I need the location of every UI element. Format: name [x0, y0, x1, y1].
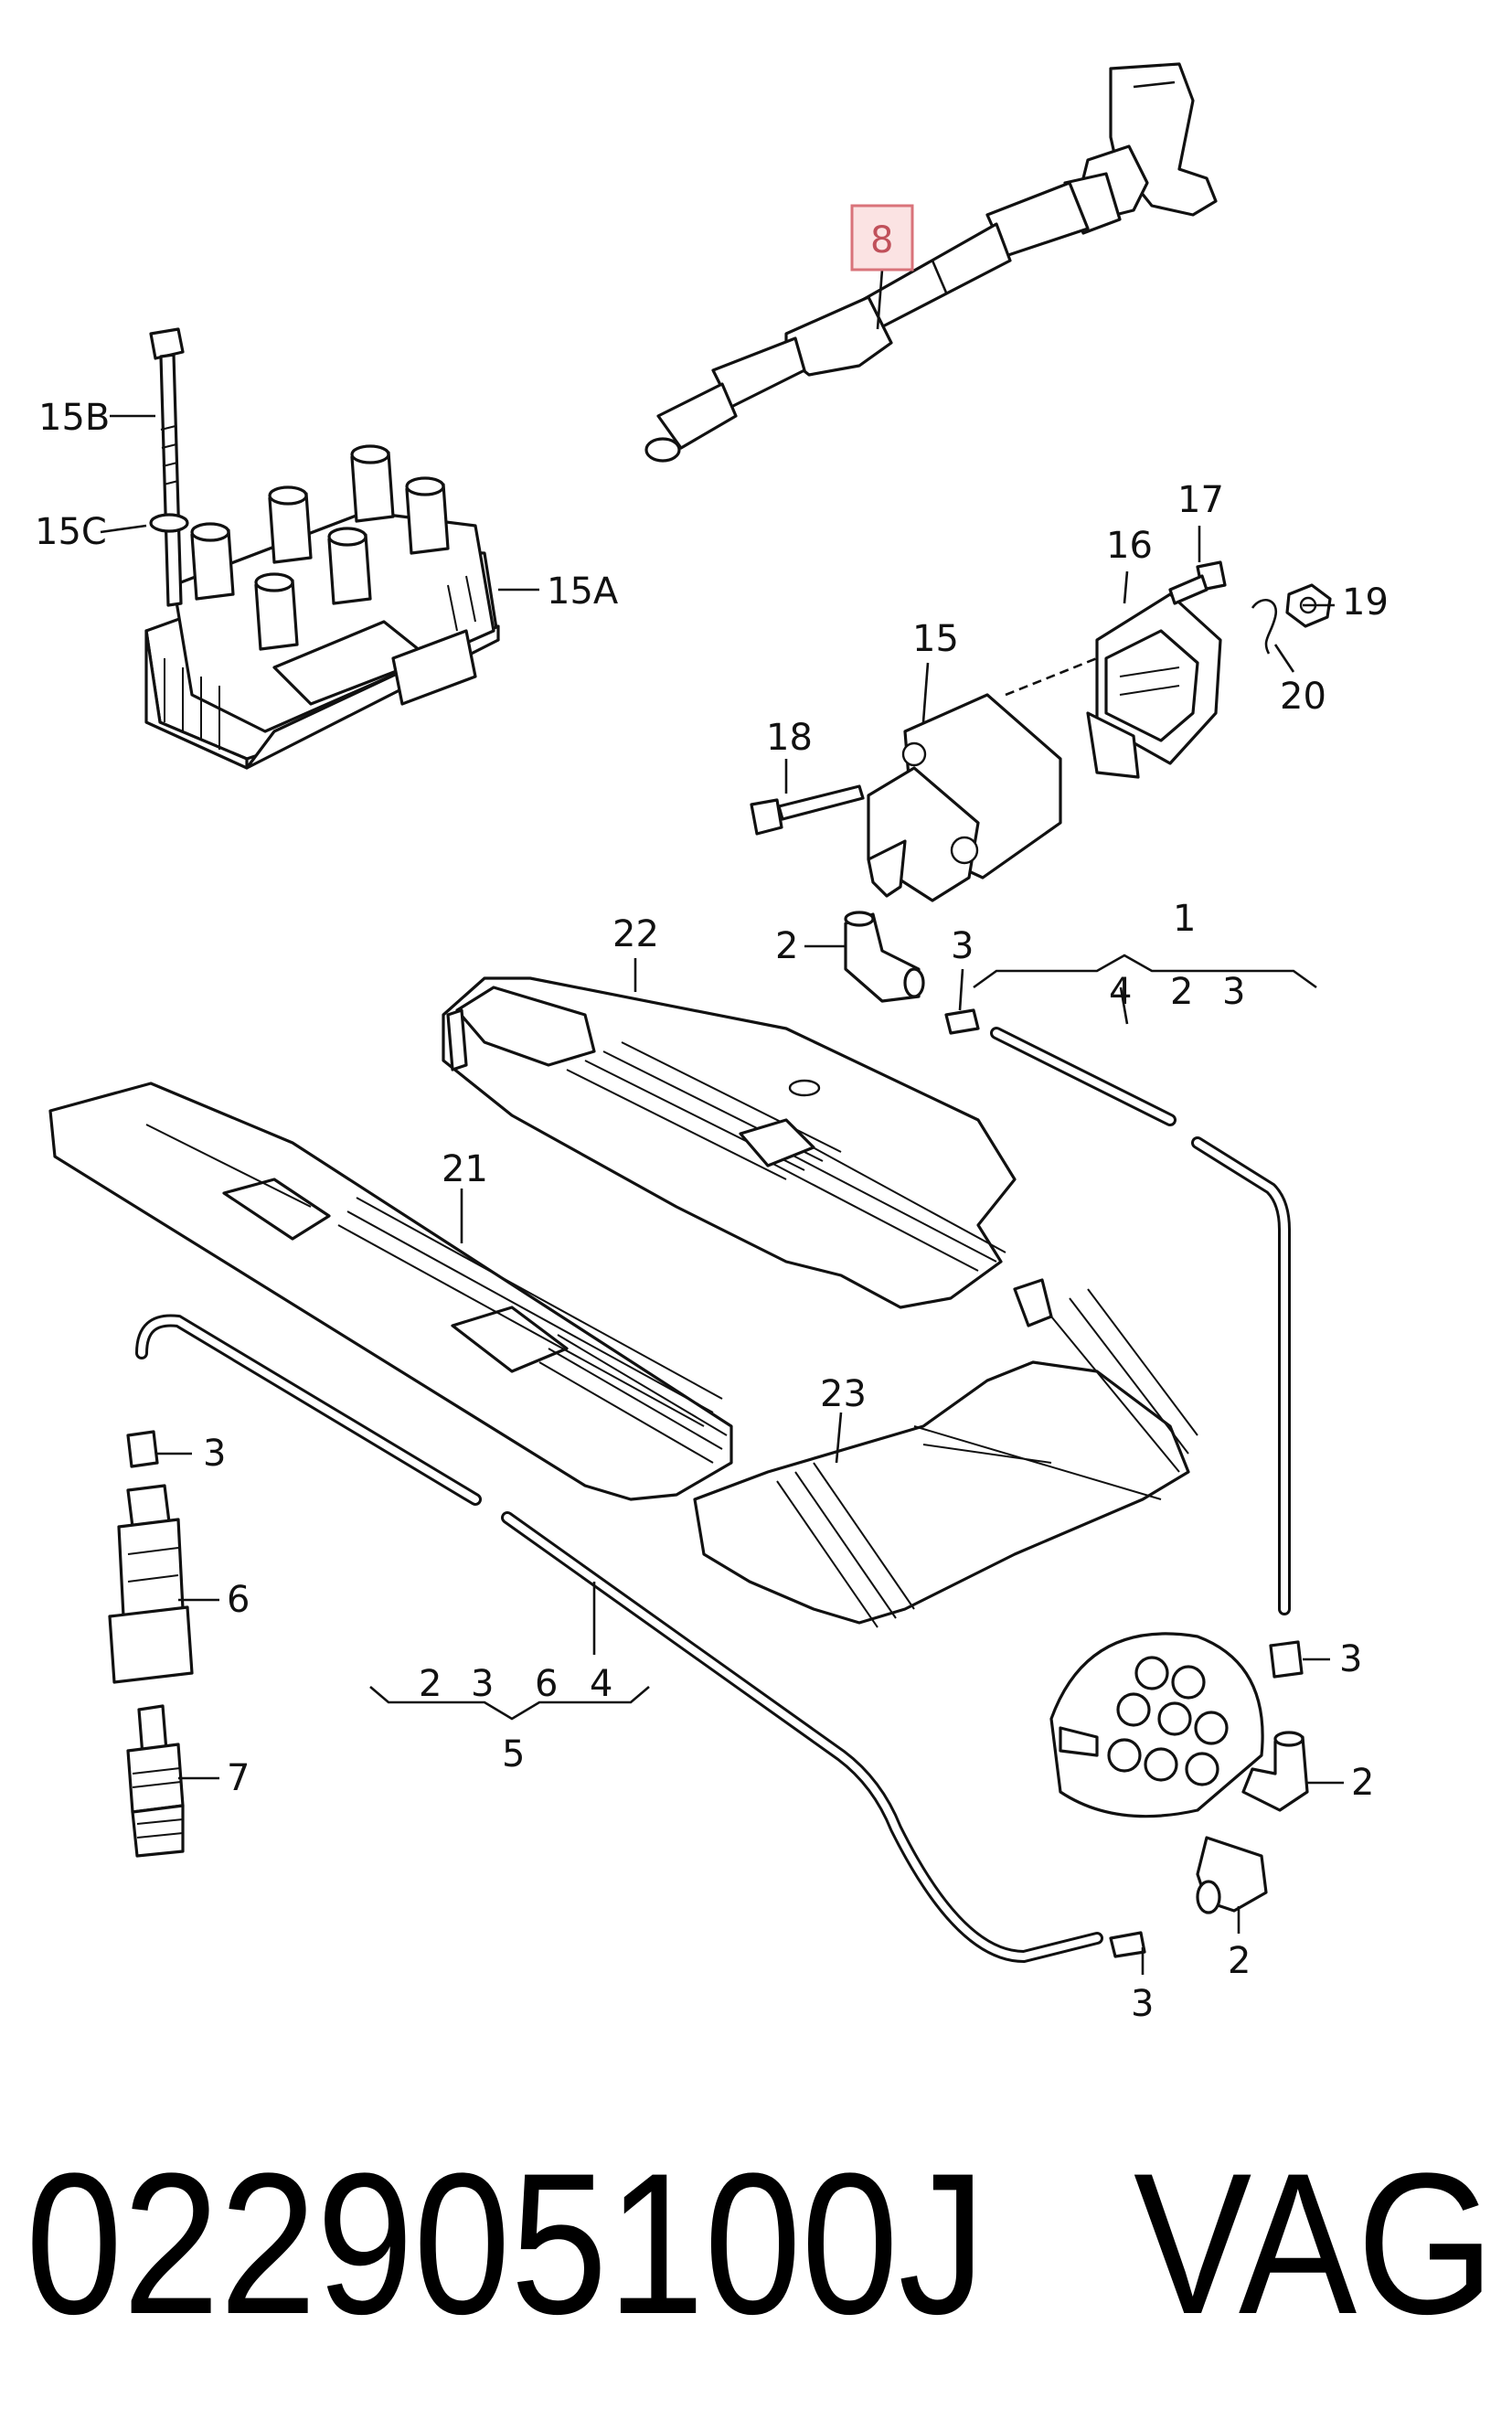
callout-4-group5[interactable]: 4	[590, 1663, 612, 1705]
callout-20[interactable]: 20	[1280, 676, 1326, 718]
brand-label: VAG	[1134, 2131, 1495, 2356]
clamp-3-top[interactable]	[944, 1008, 980, 1035]
callout-6[interactable]: 6	[227, 1579, 250, 1621]
callout-2-bottom[interactable]: 2	[1228, 1940, 1251, 1982]
callout-3-left[interactable]: 3	[203, 1433, 226, 1475]
callout-3-group1[interactable]: 3	[1222, 971, 1245, 1013]
callout-21[interactable]: 21	[442, 1148, 488, 1190]
callout-3-top[interactable]: 3	[951, 925, 974, 967]
hose-4-right[interactable]	[990, 1027, 1291, 1615]
callout-2-group5[interactable]: 2	[419, 1663, 442, 1705]
bolt-15b[interactable]	[149, 327, 185, 607]
bracket-dash-line	[1005, 656, 1098, 697]
callout-15a[interactable]: 15A	[547, 570, 619, 613]
cover-21[interactable]	[48, 1082, 733, 1501]
callout-labels: 8 15B 15C 15A 17 16 19 15 20 18 2 3 22 1…	[35, 219, 1389, 2025]
elbow-connector-2-bottom[interactable]	[1196, 1836, 1268, 1914]
ignition-coil-8[interactable]	[644, 62, 1218, 463]
callout-2-top[interactable]: 2	[775, 925, 798, 967]
ignition-coil-15[interactable]	[867, 693, 1062, 902]
cover-23[interactable]	[693, 1278, 1198, 1628]
washer-15c[interactable]	[149, 513, 189, 533]
callout-23[interactable]: 23	[820, 1373, 867, 1415]
hose-4-left[interactable]	[135, 1314, 1103, 1964]
clamp-3-left[interactable]	[126, 1430, 159, 1468]
clamp-3-right[interactable]	[1269, 1640, 1304, 1679]
coil-pack-15a[interactable]	[144, 444, 500, 770]
callout-15c[interactable]: 15C	[35, 511, 107, 553]
elbow-connector-2-right[interactable]	[1241, 1731, 1309, 1812]
part-number: 022905100J	[26, 2131, 985, 2356]
callout-3-bottom[interactable]: 3	[1131, 1983, 1154, 2025]
callout-18[interactable]: 18	[766, 717, 813, 759]
cover-21-ribs	[145, 1124, 728, 1464]
callout-2-group1[interactable]: 2	[1170, 971, 1193, 1013]
clamp-3-bottom[interactable]	[1109, 1931, 1146, 1958]
cover-23-ribs	[776, 1288, 1198, 1628]
coil-pack-ribs	[164, 575, 476, 750]
callout-22[interactable]: 22	[612, 913, 659, 955]
callout-7[interactable]: 7	[227, 1757, 250, 1799]
coil-towers	[190, 444, 450, 651]
distributor-cap[interactable]	[1049, 1632, 1264, 1818]
elbow-connector-2-top[interactable]	[844, 911, 925, 1003]
cover-22[interactable]	[442, 976, 1017, 1309]
spark-plug-connector-6[interactable]	[108, 1484, 194, 1684]
bolt-18[interactable]	[750, 784, 865, 836]
screw-17[interactable]	[1168, 560, 1227, 605]
callout-8[interactable]: 8	[870, 219, 893, 261]
callout-17[interactable]: 17	[1177, 479, 1224, 521]
callout-2-right[interactable]: 2	[1351, 1762, 1374, 1804]
bracket-16[interactable]	[1086, 592, 1222, 779]
callout-5[interactable]: 5	[502, 1733, 525, 1775]
callout-3-group5[interactable]: 3	[471, 1663, 494, 1705]
callout-19[interactable]: 19	[1342, 581, 1389, 624]
callout-15b[interactable]: 15B	[38, 397, 110, 439]
callout-15[interactable]: 15	[912, 618, 959, 660]
cap-towers	[1107, 1656, 1229, 1786]
callout-16[interactable]: 16	[1106, 525, 1153, 567]
clip-20[interactable]	[1251, 599, 1278, 655]
callout-8-highlight	[850, 204, 914, 272]
callout-3-right[interactable]: 3	[1339, 1638, 1362, 1680]
callout-4-group1[interactable]: 4	[1109, 971, 1132, 1013]
spark-plug-7[interactable]	[126, 1704, 185, 1858]
callout-6-group5[interactable]: 6	[535, 1663, 558, 1705]
leader-lines	[100, 269, 1344, 1975]
callout-1[interactable]: 1	[1173, 898, 1196, 940]
